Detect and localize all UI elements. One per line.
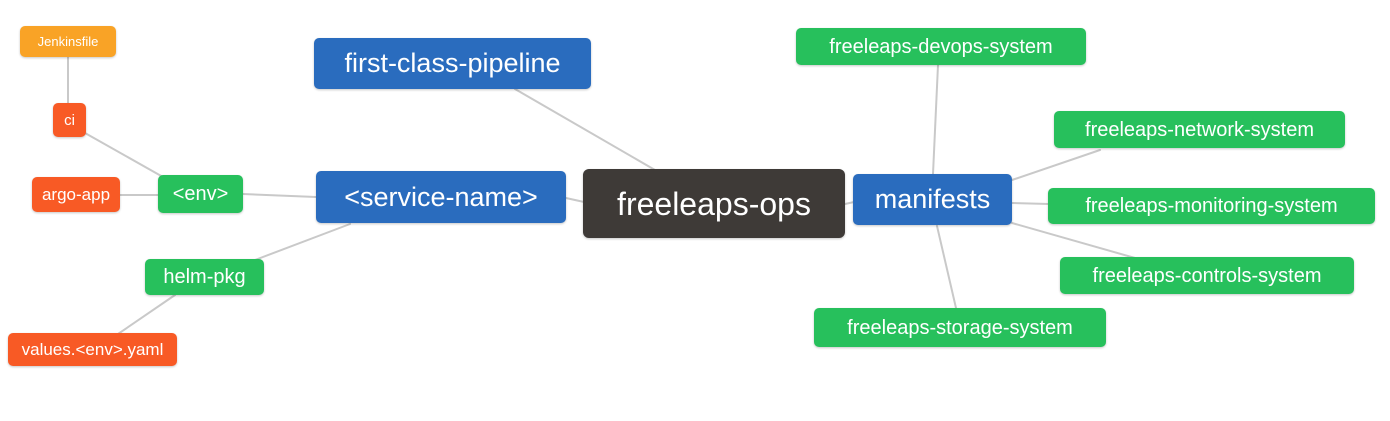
node-helm-pkg[interactable]: helm-pkg bbox=[145, 259, 264, 295]
node-service-name[interactable]: <service-name> bbox=[316, 171, 566, 223]
node-ci[interactable]: ci bbox=[53, 103, 86, 137]
edge-service-name-freeleaps-ops bbox=[565, 197, 585, 203]
edge-manifests-monitoring bbox=[1011, 202, 1050, 205]
edge-helm-pkg-values-yaml bbox=[117, 294, 176, 335]
edge-service-name-helm-pkg bbox=[254, 223, 351, 261]
node-freeleaps-devops-system[interactable]: freeleaps-devops-system bbox=[796, 28, 1086, 65]
node-freeleaps-controls-system[interactable]: freeleaps-controls-system bbox=[1060, 257, 1354, 294]
edge-manifests-network bbox=[1011, 149, 1101, 181]
edge-env-service-name bbox=[242, 193, 317, 198]
node-manifests[interactable]: manifests bbox=[853, 174, 1012, 225]
node-freeleaps-storage-system[interactable]: freeleaps-storage-system bbox=[814, 308, 1106, 347]
edge-manifests-controls bbox=[1011, 222, 1136, 259]
node-argo-app[interactable]: argo-app bbox=[32, 177, 120, 212]
node-freeleaps-ops[interactable]: freeleaps-ops bbox=[583, 169, 845, 238]
edge-pipeline-freeleaps-ops bbox=[514, 88, 656, 171]
node-freeleaps-monitoring-system[interactable]: freeleaps-monitoring-system bbox=[1048, 188, 1375, 224]
node-jenkinsfile[interactable]: Jenkinsfile bbox=[20, 26, 116, 57]
edge-ci-env bbox=[84, 132, 164, 178]
node-freeleaps-network-system[interactable]: freeleaps-network-system bbox=[1054, 111, 1345, 148]
node-values-env-yaml[interactable]: values.<env>.yaml bbox=[8, 333, 177, 366]
edge-manifests-storage bbox=[936, 225, 957, 309]
node-env[interactable]: <env> bbox=[158, 175, 243, 213]
node-first-class-pipeline[interactable]: first-class-pipeline bbox=[314, 38, 591, 89]
edge-manifests-devops bbox=[932, 64, 939, 175]
